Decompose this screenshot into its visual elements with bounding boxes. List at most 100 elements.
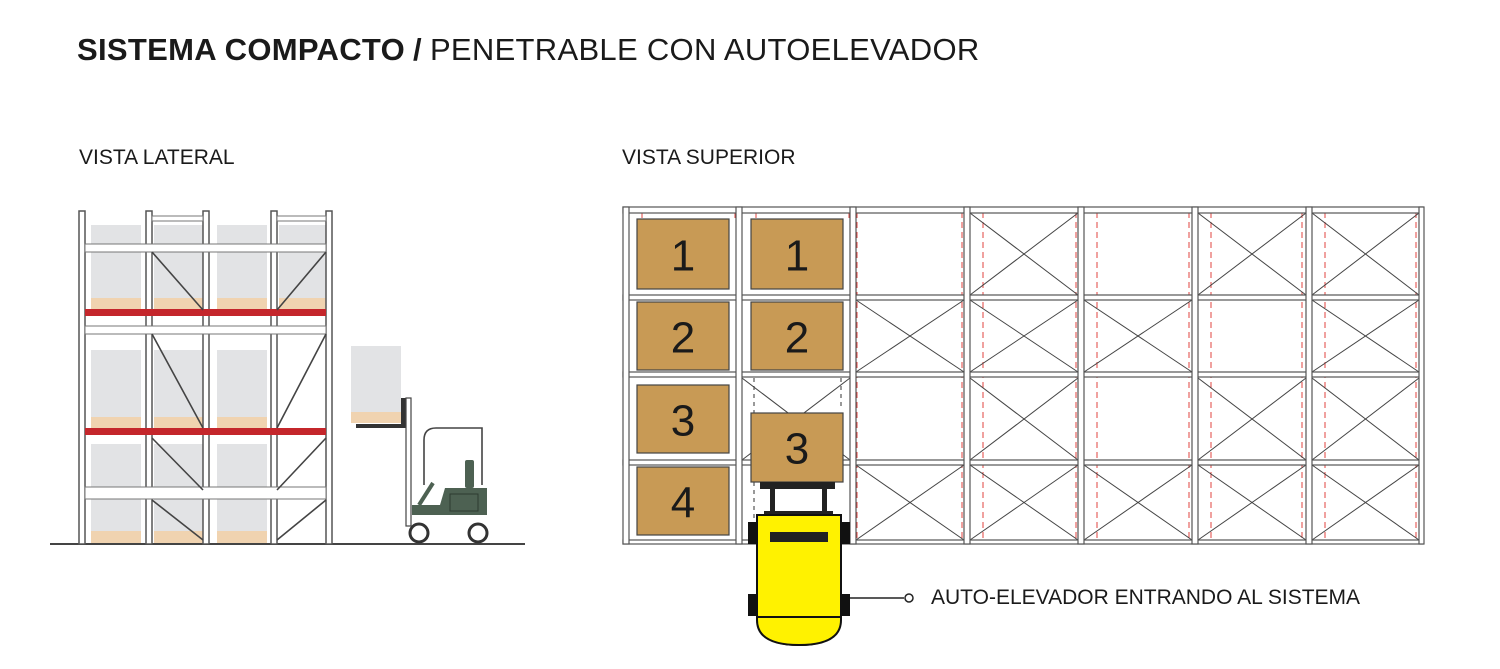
pallet-number: 1 xyxy=(671,232,695,281)
counterweight xyxy=(756,616,842,647)
top-beams xyxy=(622,206,1424,545)
seat xyxy=(465,460,474,488)
upright xyxy=(735,206,743,545)
top-view-rack: 1 2 3 4 1 2 3 xyxy=(622,206,1425,545)
load xyxy=(154,225,204,298)
wheel xyxy=(748,522,757,544)
dashboard xyxy=(770,532,828,542)
title-separator: / xyxy=(413,32,422,67)
rail xyxy=(84,325,327,335)
side-uprights xyxy=(78,210,333,545)
pallet-box xyxy=(750,412,844,483)
red-beam xyxy=(85,309,326,316)
pallets-column-1 xyxy=(636,218,730,536)
forklift-callout-label: AUTO-ELEVADOR ENTRANDO AL SISTEMA xyxy=(931,586,1361,609)
beam xyxy=(622,206,1424,214)
pallet-base xyxy=(91,531,141,543)
lifted-load xyxy=(351,346,401,412)
upright xyxy=(1191,206,1199,545)
pallet-box xyxy=(750,301,844,371)
brace xyxy=(1311,464,1420,541)
pallet-box xyxy=(636,384,730,454)
upright xyxy=(78,210,86,545)
pallet-base xyxy=(91,298,141,309)
fork xyxy=(356,424,404,428)
beam xyxy=(622,459,1424,466)
fork-tine xyxy=(770,489,775,511)
top-view-label: VISTA SUPERIOR xyxy=(622,146,796,169)
brace xyxy=(1197,377,1307,461)
cab-frame xyxy=(423,427,483,485)
brace xyxy=(1083,299,1193,373)
side-rails xyxy=(84,215,327,500)
upright xyxy=(325,210,333,545)
title-bold: SISTEMA COMPACTO xyxy=(77,32,406,67)
side-bracing xyxy=(151,251,327,541)
rail xyxy=(84,486,327,500)
brace xyxy=(1311,377,1420,461)
pallet-base xyxy=(154,298,204,309)
rail xyxy=(84,243,327,253)
red-beam xyxy=(85,428,326,435)
brace xyxy=(276,333,327,429)
page-title: SISTEMA COMPACTO/PENETRABLE CON AUTOELEV… xyxy=(77,32,980,68)
side-forklift xyxy=(351,346,489,544)
brace xyxy=(969,299,1079,373)
pallets-column-2 xyxy=(750,218,844,483)
fork-tine xyxy=(822,489,827,511)
upright xyxy=(1418,206,1425,545)
pallet-box xyxy=(636,466,730,536)
brace xyxy=(1311,299,1420,373)
carriage xyxy=(401,398,406,428)
brace xyxy=(1083,464,1193,541)
brace xyxy=(1311,212,1420,296)
lifted-pallet xyxy=(351,412,401,423)
leader-dot xyxy=(904,593,914,603)
pallet-number: 1 xyxy=(785,232,809,281)
load xyxy=(91,350,141,417)
load xyxy=(217,350,267,417)
upright xyxy=(202,210,210,545)
pallet-base xyxy=(217,417,267,428)
beam xyxy=(622,294,1424,301)
rail xyxy=(276,215,327,222)
brace xyxy=(276,251,327,311)
brace xyxy=(969,377,1079,461)
brace xyxy=(855,464,965,541)
side-red-beams xyxy=(85,309,326,435)
title-light: PENETRABLE CON AUTOELEVADOR xyxy=(429,32,980,67)
side-view-label: VISTA LATERAL xyxy=(79,146,235,169)
fork-carriage xyxy=(760,482,835,489)
brace xyxy=(276,499,327,541)
wheel xyxy=(841,522,850,544)
rail xyxy=(151,215,204,222)
beam xyxy=(622,371,1424,378)
upright xyxy=(622,206,630,545)
beam xyxy=(622,539,1424,545)
front-wheel xyxy=(408,522,430,544)
pallet-base xyxy=(91,417,141,428)
mast-bar xyxy=(764,511,833,515)
pallet-number: 2 xyxy=(671,314,695,363)
brace xyxy=(969,464,1079,541)
brace xyxy=(151,333,204,429)
top-bracing xyxy=(741,212,1420,541)
top-uprights xyxy=(622,206,1425,545)
pallet-base xyxy=(279,298,326,309)
side-view-rack xyxy=(50,210,525,545)
brace xyxy=(151,251,204,311)
upright xyxy=(849,206,857,545)
pallet-box xyxy=(750,218,844,290)
pallet-base xyxy=(154,417,204,428)
wheel xyxy=(748,594,757,616)
pallet-base xyxy=(217,531,267,543)
pallet-number: 3 xyxy=(671,397,695,446)
upright xyxy=(963,206,971,545)
brace xyxy=(276,437,327,491)
callout-leader xyxy=(850,593,914,603)
load xyxy=(91,225,141,298)
pallet-base xyxy=(154,531,204,543)
upright xyxy=(1077,206,1085,545)
side-pallets xyxy=(91,298,326,543)
